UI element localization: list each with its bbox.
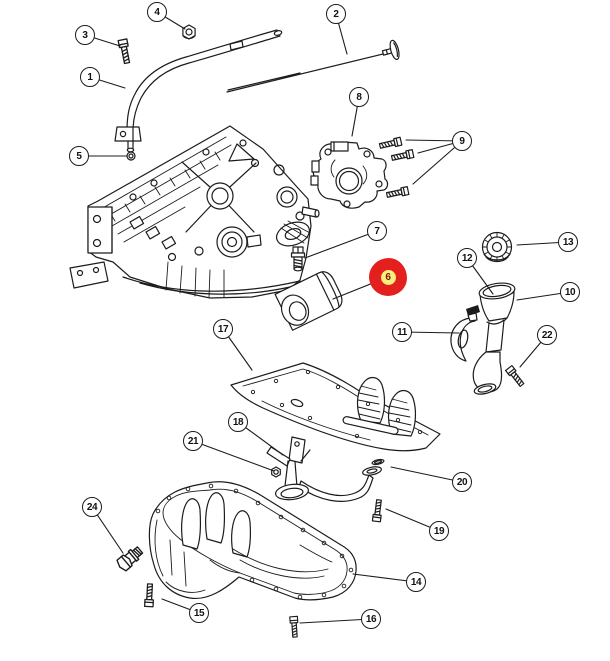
callout-15[interactable]: 15 [189,603,209,623]
callout-number: 6 [385,271,391,283]
callout-number: 2 [333,8,339,20]
drain-plug-art [116,546,144,572]
engine-block-art [69,125,320,299]
callout-number: 8 [356,91,362,103]
callout-19[interactable]: 19 [429,521,449,541]
oil-fill-tube-art [466,282,516,395]
callout-17[interactable]: 17 [213,319,233,339]
pan-bolt-bottom-art [289,615,300,638]
callout-number: 20 [456,476,468,488]
callout-20[interactable]: 20 [452,472,472,492]
callout-number: 14 [410,576,422,588]
callout-number: 19 [433,525,445,537]
callout-7[interactable]: 7 [367,221,387,241]
leader-line-9 [412,140,463,185]
fill-tube-bolt-art [505,364,526,389]
leader-line-16 [299,618,372,624]
filter-fitting-art [290,246,306,272]
callout-14[interactable]: 14 [406,572,426,592]
callout-18[interactable]: 18 [228,412,248,432]
pickup-oring-art [371,458,385,466]
callout-number: 17 [217,323,229,335]
callout-number: 22 [541,329,553,341]
callout-number: 18 [232,416,244,428]
dipstick-art [226,39,400,93]
callout-number: 21 [187,435,199,447]
oil-fill-cap-art [481,231,513,263]
callout-number: 12 [461,252,473,264]
callout-number: 10 [564,286,576,298]
callout-9[interactable]: 9 [452,131,472,151]
callout-number: 16 [365,613,377,625]
callout-number: 5 [76,150,82,162]
oil-pickup-tube-art [266,436,382,502]
callout-3[interactable]: 3 [75,25,95,45]
callout-2[interactable]: 2 [326,4,346,24]
callout-number: 3 [82,29,88,41]
callout-24[interactable]: 24 [82,497,102,517]
callout-highlight-center: 6 [380,269,396,285]
callout-10[interactable]: 10 [560,282,580,302]
leader-line-14 [352,573,417,583]
callout-21[interactable]: 21 [183,431,203,451]
callout-5[interactable]: 5 [69,146,89,166]
callout-number: 1 [87,71,93,83]
leader-line-21 [192,440,275,472]
tube-bolt-art [117,38,132,65]
oil-pan-art [148,481,357,601]
oil-pump-art [310,141,389,209]
callout-1[interactable]: 1 [80,67,100,87]
callout-12[interactable]: 12 [457,248,477,268]
pickup-bolt-art [371,498,384,523]
callout-6[interactable]: 6 [369,258,407,296]
callout-number: 15 [193,607,205,619]
tube-oring-art [126,151,136,161]
pan-bolt-left-art [143,583,155,608]
callout-number: 4 [154,6,160,18]
callout-11[interactable]: 11 [392,322,412,342]
pickup-nut-art [271,466,281,478]
leader-line-7 [304,230,378,259]
callout-number: 7 [374,225,380,237]
callout-8[interactable]: 8 [349,87,369,107]
dipstick-tube-art [114,29,283,153]
callout-number: 13 [562,236,574,248]
windage-tray-art [230,362,441,452]
callout-22[interactable]: 22 [537,325,557,345]
callout-number: 11 [397,326,407,338]
callout-16[interactable]: 16 [361,609,381,629]
oil-filter-art [274,271,343,331]
callout-number: 24 [86,501,98,513]
fill-tube-bracket-art [450,312,478,362]
callout-4[interactable]: 4 [147,2,167,22]
leader-line-20 [390,466,463,483]
callout-number: 9 [459,135,465,147]
tube-nut-art [182,24,196,40]
callout-13[interactable]: 13 [558,232,578,252]
